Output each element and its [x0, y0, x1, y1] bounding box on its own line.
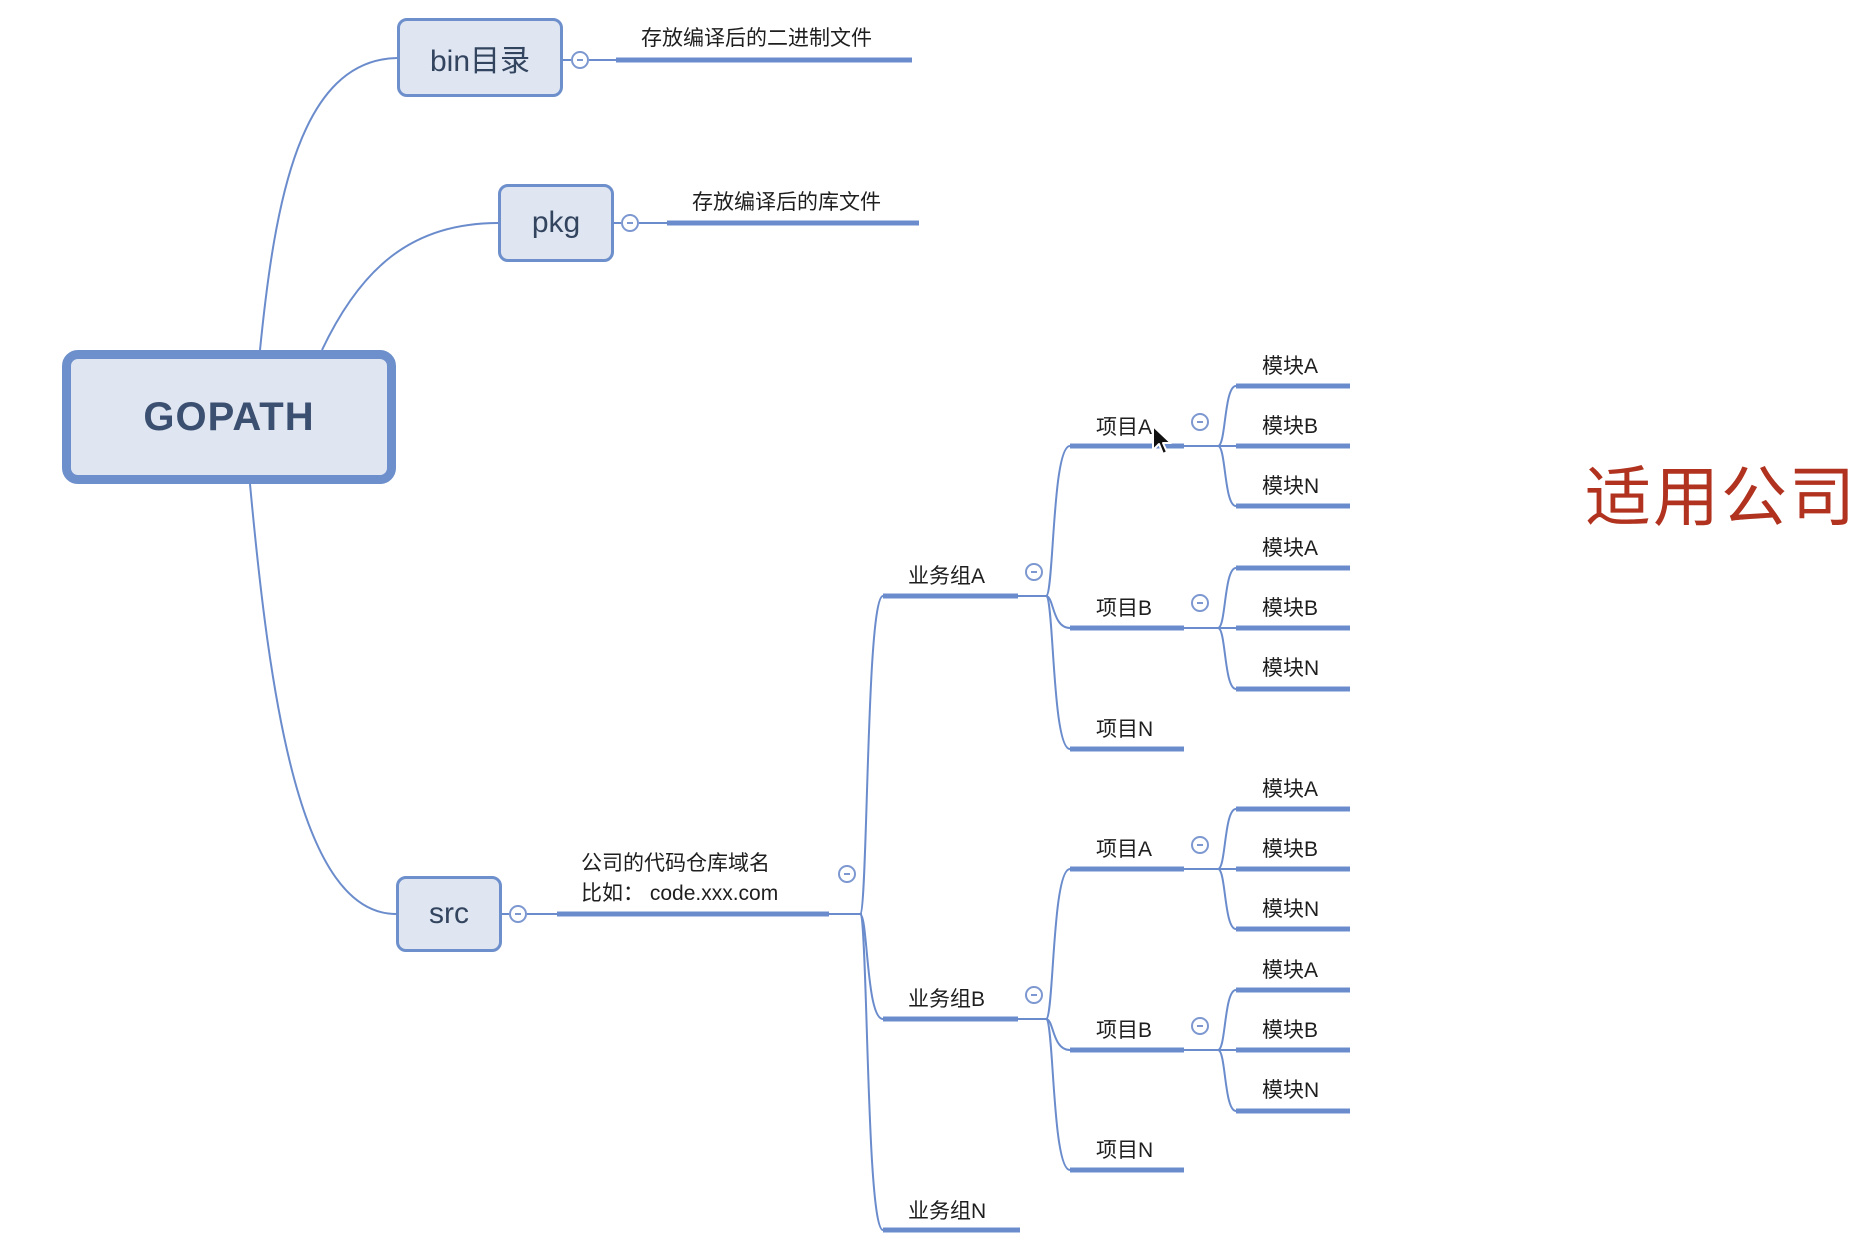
connector-module: [1217, 989, 1237, 1051]
collapse-minus-icon[interactable]: [1025, 986, 1043, 1004]
connector-module: [1217, 567, 1237, 629]
project-label[interactable]: 项目N: [1096, 718, 1154, 741]
connector-root-pkg: [321, 222, 499, 351]
connector-module: [1217, 868, 1237, 930]
module-label[interactable]: 模块A: [1262, 778, 1319, 801]
connector-module: [1217, 1049, 1237, 1112]
connector-root-bin: [259, 57, 398, 351]
collapse-minus-icon[interactable]: [1025, 563, 1043, 581]
connector-group: [859, 913, 884, 1231]
module-label[interactable]: 模块N: [1262, 475, 1320, 498]
node-pkg[interactable]: pkg: [498, 184, 614, 262]
module-label[interactable]: 模块N: [1262, 1079, 1320, 1102]
root-node-label: GOPATH: [143, 394, 315, 439]
project-label[interactable]: 项目B: [1096, 1019, 1153, 1042]
module-label[interactable]: 模块N: [1262, 657, 1320, 680]
group-label[interactable]: 业务组B: [908, 988, 986, 1011]
node-bin[interactable]: bin目录: [397, 18, 563, 97]
project-label[interactable]: 项目B: [1096, 597, 1153, 620]
group-label[interactable]: 业务组N: [908, 1200, 987, 1223]
collapse-minus-icon[interactable]: [1191, 836, 1209, 854]
side-title: 适用公司: [1585, 460, 1857, 534]
root-node-gopath[interactable]: GOPATH: [62, 350, 396, 484]
note-pkg: 存放编译后的库文件: [692, 191, 881, 214]
project-label[interactable]: 项目A: [1096, 838, 1153, 861]
connector-project: [1045, 595, 1071, 750]
module-label[interactable]: 模块B: [1262, 838, 1319, 861]
project-label[interactable]: 项目A: [1096, 416, 1153, 439]
connector-root-src: [249, 483, 397, 915]
node-src[interactable]: src: [396, 876, 502, 952]
collapse-minus-icon[interactable]: [1191, 1017, 1209, 1035]
connector-module: [1217, 808, 1237, 870]
node-pkg-label: pkg: [531, 206, 581, 239]
module-label[interactable]: 模块B: [1262, 1019, 1319, 1042]
node-src-label: src: [429, 897, 469, 930]
group-label[interactable]: 业务组A: [908, 565, 986, 588]
module-label[interactable]: 模块A: [1262, 355, 1319, 378]
note-src-line2: 比如： code.xxx.com: [581, 882, 779, 905]
connector-group: [859, 595, 884, 915]
module-label[interactable]: 模块B: [1262, 415, 1319, 438]
connector-module: [1217, 385, 1237, 447]
collapse-minus-icon[interactable]: [509, 905, 527, 923]
project-label[interactable]: 项目N: [1096, 1139, 1154, 1162]
collapse-minus-icon[interactable]: [571, 51, 589, 69]
node-bin-label: bin目录: [429, 44, 531, 78]
module-label[interactable]: 模块N: [1262, 898, 1320, 921]
module-label[interactable]: 模块B: [1262, 597, 1319, 620]
connector-module: [1217, 627, 1237, 690]
mouse-pointer-icon: [1152, 425, 1172, 455]
collapse-minus-icon[interactable]: [838, 865, 856, 883]
collapse-minus-icon[interactable]: [1191, 594, 1209, 612]
connector-group: [859, 913, 884, 1020]
note-src-line1: 公司的代码仓库域名: [581, 852, 770, 875]
module-label[interactable]: 模块A: [1262, 959, 1319, 982]
module-label[interactable]: 模块A: [1262, 537, 1319, 560]
collapse-minus-icon[interactable]: [1191, 413, 1209, 431]
connector-project: [1045, 1018, 1071, 1171]
connector-module: [1217, 445, 1237, 507]
connector-project: [1045, 868, 1071, 1020]
note-bin: 存放编译后的二进制文件: [641, 27, 872, 50]
connector-project: [1045, 445, 1071, 597]
collapse-minus-icon[interactable]: [621, 214, 639, 232]
